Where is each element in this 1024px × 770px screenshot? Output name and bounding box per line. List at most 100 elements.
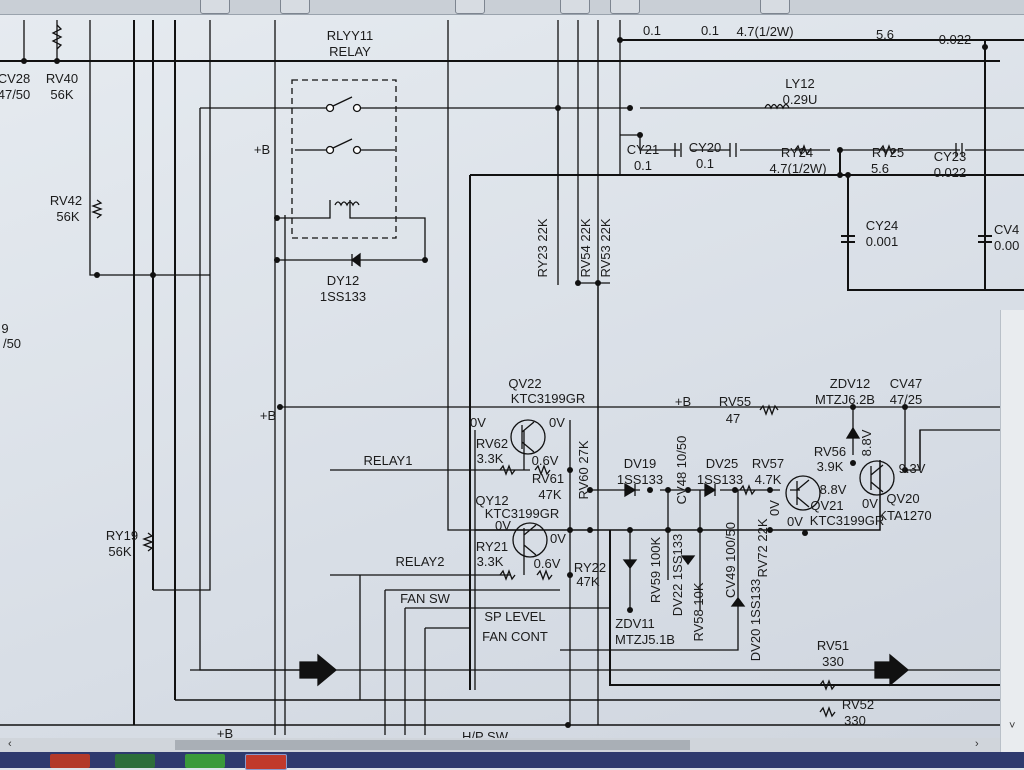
rv61-ref: RV61 [532, 471, 564, 486]
cv4-ref: CV4 [994, 222, 1019, 237]
resistor-symbol [536, 569, 553, 581]
qv22-ref: QV22 [508, 376, 541, 391]
top-value: 5.6 [876, 27, 894, 42]
rv62-ref: RV62 [476, 436, 508, 451]
cy21-value: 0.1 [634, 158, 652, 173]
cv28-ref: CV28 [0, 71, 30, 86]
toolbar-button[interactable] [560, 0, 590, 14]
scroll-right-button[interactable]: › [975, 738, 979, 750]
arrow-symbol [874, 653, 910, 687]
scrollbar-thumb[interactable] [175, 740, 690, 750]
ry22-ref: RY22 [574, 560, 606, 575]
toolbar-button[interactable] [610, 0, 640, 14]
voltage-label: 0V [495, 518, 511, 533]
ry22-value: 47K [576, 574, 599, 589]
ly12-ref: LY12 [785, 76, 814, 91]
top-value: 0.022 [939, 32, 972, 47]
dy12-value: 1SS133 [320, 289, 366, 304]
schematic-canvas: RLYY11 RELAY CV28 47/50 RV40 56K +B RV42… [0, 20, 1024, 738]
cv47-value: 47/25 [890, 392, 923, 407]
rv53-label: RV53 22K [598, 218, 613, 277]
voltage-label: 0V [550, 531, 566, 546]
taskbar-app[interactable] [185, 754, 225, 768]
scroll-down-button[interactable]: ˅ [1009, 720, 1016, 732]
diode-symbol [680, 555, 696, 566]
rv51-value: 330 [822, 654, 844, 669]
resistor-symbol [534, 464, 551, 476]
qy12-value: KTC3199GR [485, 506, 559, 521]
rv61-value: 47K [538, 487, 561, 502]
dv25-ref: DV25 [706, 456, 739, 471]
cy20-value: 0.1 [696, 156, 714, 171]
capacitor-symbol [674, 143, 737, 157]
toolbar-button[interactable] [760, 0, 790, 14]
voltage-label: 0.6V [532, 453, 559, 468]
qv22-value: KTC3199GR [511, 391, 585, 406]
plus-b-label: +B [260, 408, 276, 423]
ry24-value: 4.7(1/2W) [769, 161, 826, 176]
qv21-value: KTC3199GR [810, 513, 884, 528]
diode-symbol [622, 559, 638, 570]
resistor-symbol [142, 532, 154, 552]
ly12-value: 0.29U [783, 92, 818, 107]
rv51-ref: RV51 [817, 638, 849, 653]
horizontal-scrollbar[interactable]: ‹ › [0, 738, 1000, 752]
ry19-ref: RY19 [106, 528, 138, 543]
toolbar-button[interactable] [280, 0, 310, 14]
top-value: 0.1 [643, 23, 661, 38]
voltage-label: 8.8V [820, 482, 847, 497]
toolbar [0, 0, 1024, 15]
cut-label: /50 [3, 336, 21, 351]
inductor-symbol [334, 201, 360, 207]
qy12-ref: QY12 [475, 493, 508, 508]
voltage-label: 0V [767, 500, 782, 516]
plus-b-label: +B [254, 142, 270, 157]
rv72-label: RV72 22K [755, 518, 770, 577]
taskbar-app[interactable] [115, 754, 155, 768]
rv40-value: 56K [50, 87, 73, 102]
taskbar-app-browser[interactable] [50, 754, 90, 768]
toolbar-button[interactable] [455, 0, 485, 14]
components [51, 24, 992, 718]
vertical-scrollbar[interactable]: ˅ [1000, 310, 1024, 752]
dv25-value: 1SS133 [697, 472, 743, 487]
cy23-value: 0.022 [934, 165, 967, 180]
qv20-value: KTA1270 [878, 508, 931, 523]
capacitor-symbol [841, 235, 992, 243]
qv21-ref: QV21 [810, 498, 843, 513]
rv56-value: 3.9K [817, 459, 844, 474]
rv40-ref: RV40 [46, 71, 78, 86]
dv19-ref: DV19 [624, 456, 657, 471]
cy24-ref: CY24 [866, 218, 899, 233]
cv49-label: CV49 100/50 [723, 522, 738, 598]
voltage-label: 0V [862, 496, 878, 511]
rv56-ref: RV56 [814, 444, 846, 459]
scroll-left-button[interactable]: ‹ [8, 738, 12, 750]
relay-name: RELAY [329, 44, 371, 59]
cy23-ref: CY23 [934, 149, 967, 164]
resistor-symbol [819, 679, 836, 691]
transistor-qv20 [859, 460, 895, 496]
rv57-ref: RV57 [752, 456, 784, 471]
zdv12-value: MTZJ6.2B [815, 392, 875, 407]
top-value: 0.1 [701, 23, 719, 38]
voltage-label: 0V [470, 415, 486, 430]
zener-symbol [845, 426, 861, 439]
inductor-symbol [764, 103, 790, 110]
signal-relay1: RELAY1 [364, 453, 413, 468]
diode-symbol [624, 482, 637, 498]
signal-fan-cont: FAN CONT [482, 629, 548, 644]
diode-symbol [704, 482, 717, 498]
transistor-qy12 [512, 522, 548, 558]
rv55-value: 47 [726, 411, 740, 426]
signal-relay2: RELAY2 [396, 554, 445, 569]
resistor-symbol [91, 199, 103, 219]
diode-symbol [730, 596, 746, 607]
cy21-ref: CY21 [627, 142, 660, 157]
cv28-value: 47/50 [0, 87, 30, 102]
resistor-symbol [739, 484, 756, 496]
relay-ref: RLYY11 [327, 28, 374, 43]
plus-b-label: +B [217, 726, 233, 738]
toolbar-button[interactable] [200, 0, 230, 14]
dv20-label: DV20 1SS133 [748, 579, 763, 661]
